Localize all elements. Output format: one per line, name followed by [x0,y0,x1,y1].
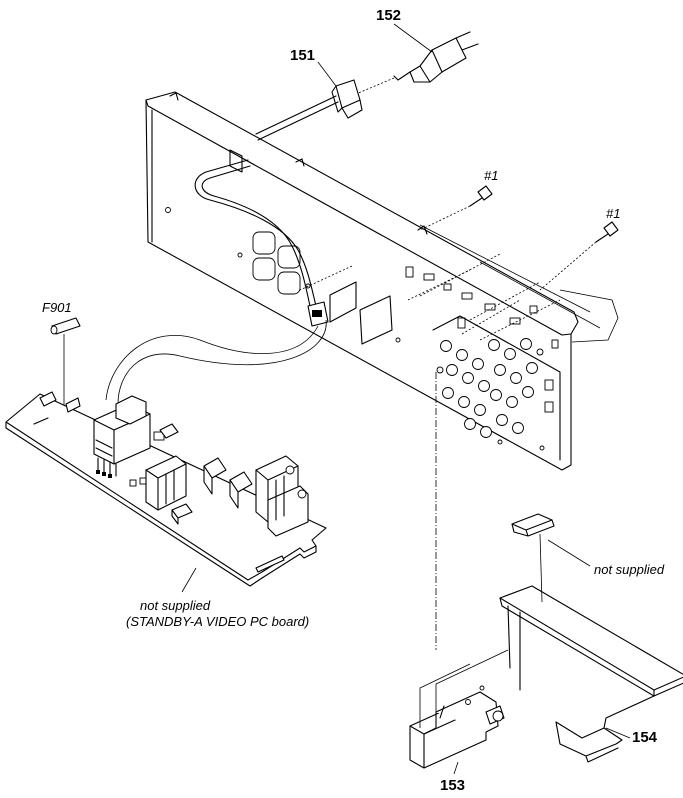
label-154: 154 [632,729,658,746]
internal-wire [105,159,329,405]
screw-1a [419,185,493,231]
power-cord-152 [355,31,479,95]
board-leader [181,567,197,593]
cord-bushing-151 [255,79,363,141]
clip-not-supplied [511,513,555,603]
clip-leader [547,539,591,567]
label-board-name: (STANDBY-A VIDEO PC board) [126,614,309,629]
rear-panel [145,91,619,471]
label-screw-1a: #1 [484,168,498,183]
standby-a-video-pc-board [5,391,327,587]
label-152: 152 [376,7,401,24]
label-153: 153 [440,777,465,794]
label-151: 151 [290,47,315,64]
leader-154 [605,727,631,739]
fuse-f901 [50,317,81,408]
jack-block-153 [409,649,509,769]
jack-hole-array [436,338,559,438]
label-not-supplied-clip: not supplied [594,562,665,577]
leader-151 [317,61,337,87]
label-fuse-f901: F901 [42,300,72,315]
label-not-supplied-board: not supplied [140,598,211,613]
screw-1b [539,221,619,291]
label-screw-1b: #1 [606,206,620,221]
bracket-154 [499,585,683,763]
leader-152 [393,23,433,53]
leader-153 [453,761,459,775]
